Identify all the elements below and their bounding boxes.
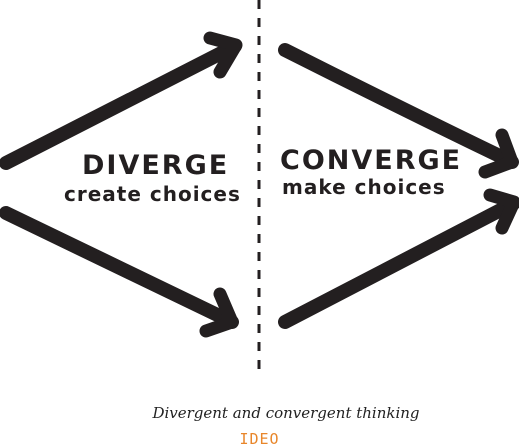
brand-logo-text: IDEO	[239, 430, 280, 448]
diverge-upper-arrow	[0, 31, 243, 170]
converge-subtitle: make choices	[282, 175, 446, 199]
diverge-lower-arrow	[0, 206, 239, 338]
diverge-title: DIVERGE	[82, 150, 229, 181]
converge-lower-arrow	[278, 188, 519, 329]
converge-title: CONVERGE	[280, 145, 462, 176]
diverge-subtitle: create choices	[64, 182, 241, 206]
figure-caption: Divergent and convergent thinking	[152, 404, 420, 422]
diverge-converge-diagram: DIVERGE create choices CONVERGE make cho…	[0, 0, 519, 372]
converge-upper-arrow	[278, 43, 519, 179]
